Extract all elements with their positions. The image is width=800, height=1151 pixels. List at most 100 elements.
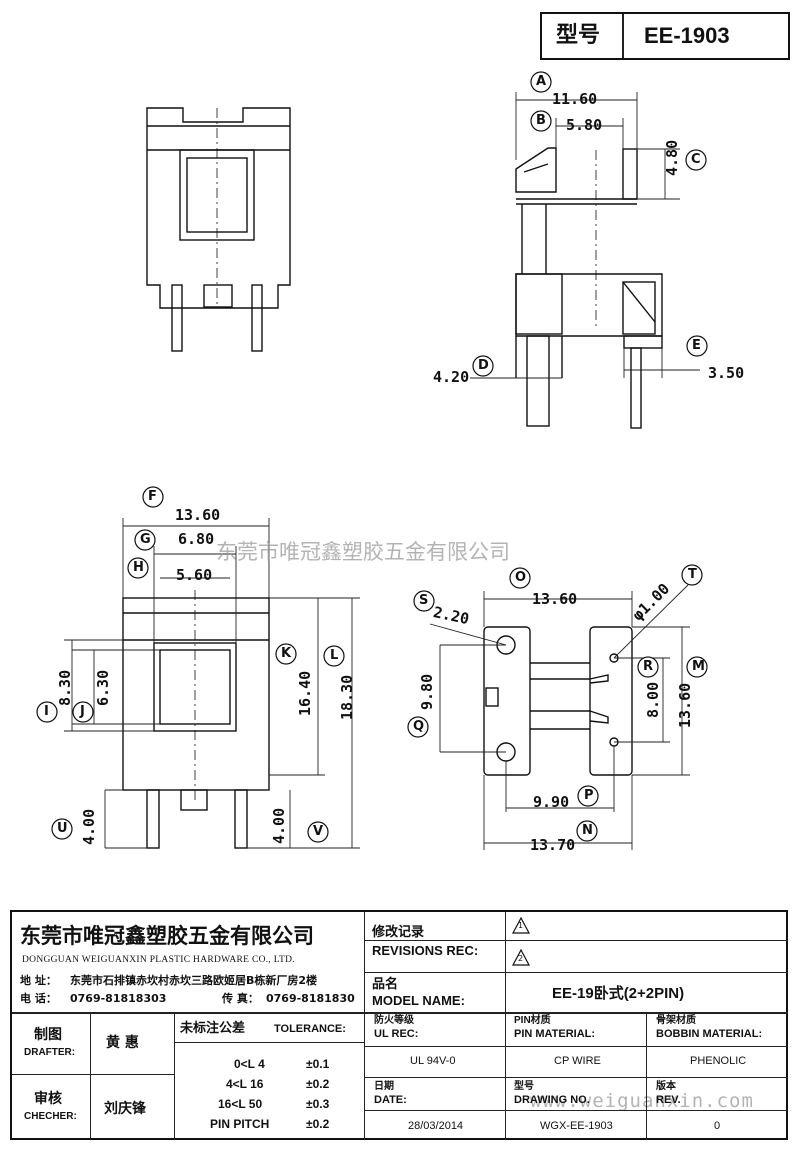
label-e: E [692,338,701,353]
checker-label-cn: 审核 [34,1091,62,1107]
label-n: N [582,823,593,838]
label-m: M [692,659,705,674]
label-v: V [313,824,324,839]
tolerance-label-cn: 未标注公差 [180,1021,246,1036]
fax-value: 0769-8181830 [266,992,355,1005]
dim-g: 6.80 [178,530,215,548]
revisions-label-cn: 修改记录 [372,925,425,940]
label-a: A [536,74,547,89]
date-value: 28/03/2014 [408,1120,464,1132]
drafter-label-en: DRAFTER: [24,1047,76,1058]
dim-d: 4.20 [433,368,470,386]
address-label: 地 址： [20,974,57,987]
front-view [122,590,270,849]
label-b: B [536,113,546,128]
ul-value: UL 94V-0 [410,1055,456,1067]
tolerance-range-4: PIN PITCH [210,1117,270,1131]
model-header-value: EE-1903 [644,23,730,48]
model-name-label-cn: 品名 [372,977,399,992]
bottom-view [483,626,633,776]
rev-label-en: REV. [656,1094,681,1106]
label-q: Q [413,719,425,734]
dim-b: 5.80 [566,116,603,134]
rev-label-cn: 版本 [656,1081,676,1092]
date-label-cn: 日期 [374,1081,394,1092]
checker-name: 刘庆锋 [104,1101,146,1117]
dim-o: 13.60 [532,590,578,608]
dim-h: 5.60 [176,566,213,584]
tolerance-value-1: ±0.1 [306,1057,330,1071]
revisions-label-en: REVISIONS REC: [372,943,479,958]
tolerance-value-2: ±0.2 [306,1077,330,1091]
bobbin-material-label-en: BOBBIN MATERIAL: [656,1028,763,1040]
label-r: R [643,659,654,674]
dim-q: 9.80 [418,673,436,710]
dim-c: 4.80 [663,139,681,176]
label-k: K [281,646,292,661]
label-h: H [133,560,144,575]
fax-label: 传 真： [222,992,259,1005]
model-name-label-en: MODEL NAME: [372,993,465,1008]
revision-triangle-1 [512,917,530,934]
label-t: T [688,567,697,582]
label-g: G [140,532,151,547]
watermark-url: www.weiguanxin.com [530,1090,754,1112]
model-name-value: EE-19卧式(2+2PIN) [552,985,685,1002]
drawing-no-label-cn: 型号 [514,1081,534,1092]
tolerance-value-4: ±0.2 [306,1117,330,1131]
label-l: L [330,648,339,663]
tolerance-range-2: 4<L 16 [226,1077,264,1091]
watermark-company: 东莞市唯冠鑫塑胶五金有限公司 [216,540,510,564]
side-view [515,147,663,429]
dim-m: 13.60 [676,682,694,728]
ul-label-en: UL REC: [374,1028,419,1040]
dim-l: 18.30 [338,674,356,720]
dim-e: 3.50 [708,364,745,382]
label-i: I [44,704,49,719]
dim-r: 8.00 [644,681,662,718]
bobbin-material-label-cn: 骨架材质 [656,1015,696,1026]
label-d: D [478,358,489,373]
company-name-cn: 东莞市唯冠鑫塑胶五金有限公司 [20,924,314,948]
drafter-label-cn: 制图 [34,1027,62,1043]
title-block: 东莞市唯冠鑫塑胶五金有限公司 DONGGUAN WEIGUANXIN PLAST… [10,910,788,1140]
label-c: C [691,152,701,167]
revision-1-number: 1 [518,921,524,930]
pin-material-value: CP WIRE [554,1055,601,1067]
label-s: S [419,593,429,608]
tolerance-range-3: 16<L 50 [218,1097,263,1111]
dim-p: 9.90 [533,793,570,811]
dim-i: 8.30 [56,669,74,706]
tolerance-label-en: TOLERANCE: [274,1023,346,1035]
label-u: U [57,821,68,836]
address-value: 东莞市石排镇赤坎村赤坎三路欧姬居B栋新厂房2楼 [70,974,318,987]
dim-k: 16.40 [296,670,314,716]
tolerance-range-1: 0<L 4 [234,1057,265,1071]
dim-v: 4.00 [270,807,288,844]
label-o: O [515,570,527,585]
revision-triangle-2 [512,949,530,966]
ul-label-cn: 防火等级 [374,1015,414,1026]
dim-n: 13.70 [530,836,576,854]
revision-2-number: 2 [518,954,524,963]
technical-drawings [36,71,708,850]
phone-label: 电 话： [20,992,57,1005]
checker-label-en: CHECHER: [24,1111,77,1122]
top-left-view [146,107,291,352]
phone-value: 0769-81818303 [70,992,167,1005]
label-p: P [584,788,594,803]
company-name-en: DONGGUAN WEIGUANXIN PLASTIC HARDWARE CO.… [22,955,295,965]
drafter-name: 黄 惠 [106,1035,139,1051]
date-label-en: DATE: [374,1094,407,1106]
drawing-no-value: WGX-EE-1903 [540,1120,613,1132]
rev-value: 0 [714,1120,721,1132]
dim-f: 13.60 [175,506,221,524]
bobbin-material-value: PHENOLIC [690,1055,747,1067]
pin-material-label-cn: PIN材质 [514,1015,551,1026]
label-j: J [80,704,85,719]
model-header-label: 型号 [556,23,601,48]
model-header: 型号 EE-1903 [540,12,790,60]
dim-a: 11.60 [552,90,598,108]
tolerance-value-3: ±0.3 [306,1097,330,1111]
dim-j: 6.30 [94,669,112,706]
